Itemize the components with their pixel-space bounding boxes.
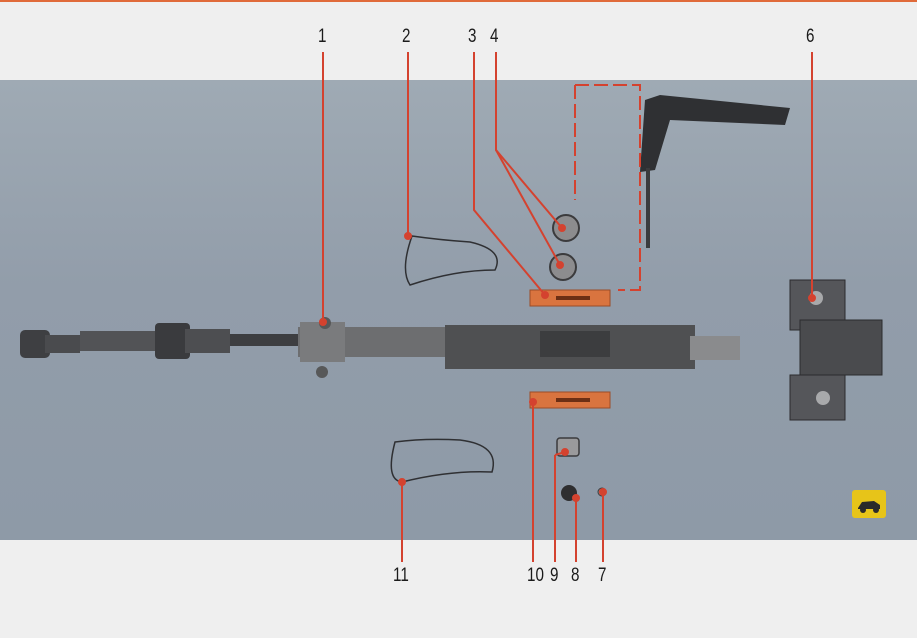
car-icon: [852, 490, 886, 518]
lower-gasket-slot: [556, 398, 590, 402]
parts-photo-area: [0, 80, 917, 540]
callout-4: 4: [490, 26, 499, 47]
callout-10: 10: [527, 565, 544, 586]
top-border-line: [0, 0, 917, 2]
lower-wire: [390, 438, 494, 483]
grouping-bracket: [574, 84, 641, 291]
callout-leaders: [319, 52, 816, 562]
callout-1: 1: [318, 26, 327, 47]
intermediate-shaft: [20, 323, 300, 359]
callout-11: 11: [393, 565, 409, 586]
mounting-bracket: [789, 279, 883, 421]
adjustment-lever: [640, 95, 790, 248]
callout-9: 9: [550, 565, 559, 586]
callout-3: 3: [468, 26, 477, 47]
top-margin: [0, 0, 917, 80]
steering-column-tube: [298, 317, 740, 378]
callout-2: 2: [402, 26, 411, 47]
upper-gasket-slot: [556, 296, 590, 300]
car-icon-graphic: [858, 501, 880, 513]
callout-8: 8: [571, 565, 580, 586]
bottom-margin: [0, 540, 917, 638]
callout-6: 6: [806, 26, 815, 47]
callout-7: 7: [598, 565, 607, 586]
upper-wire: [404, 235, 498, 286]
